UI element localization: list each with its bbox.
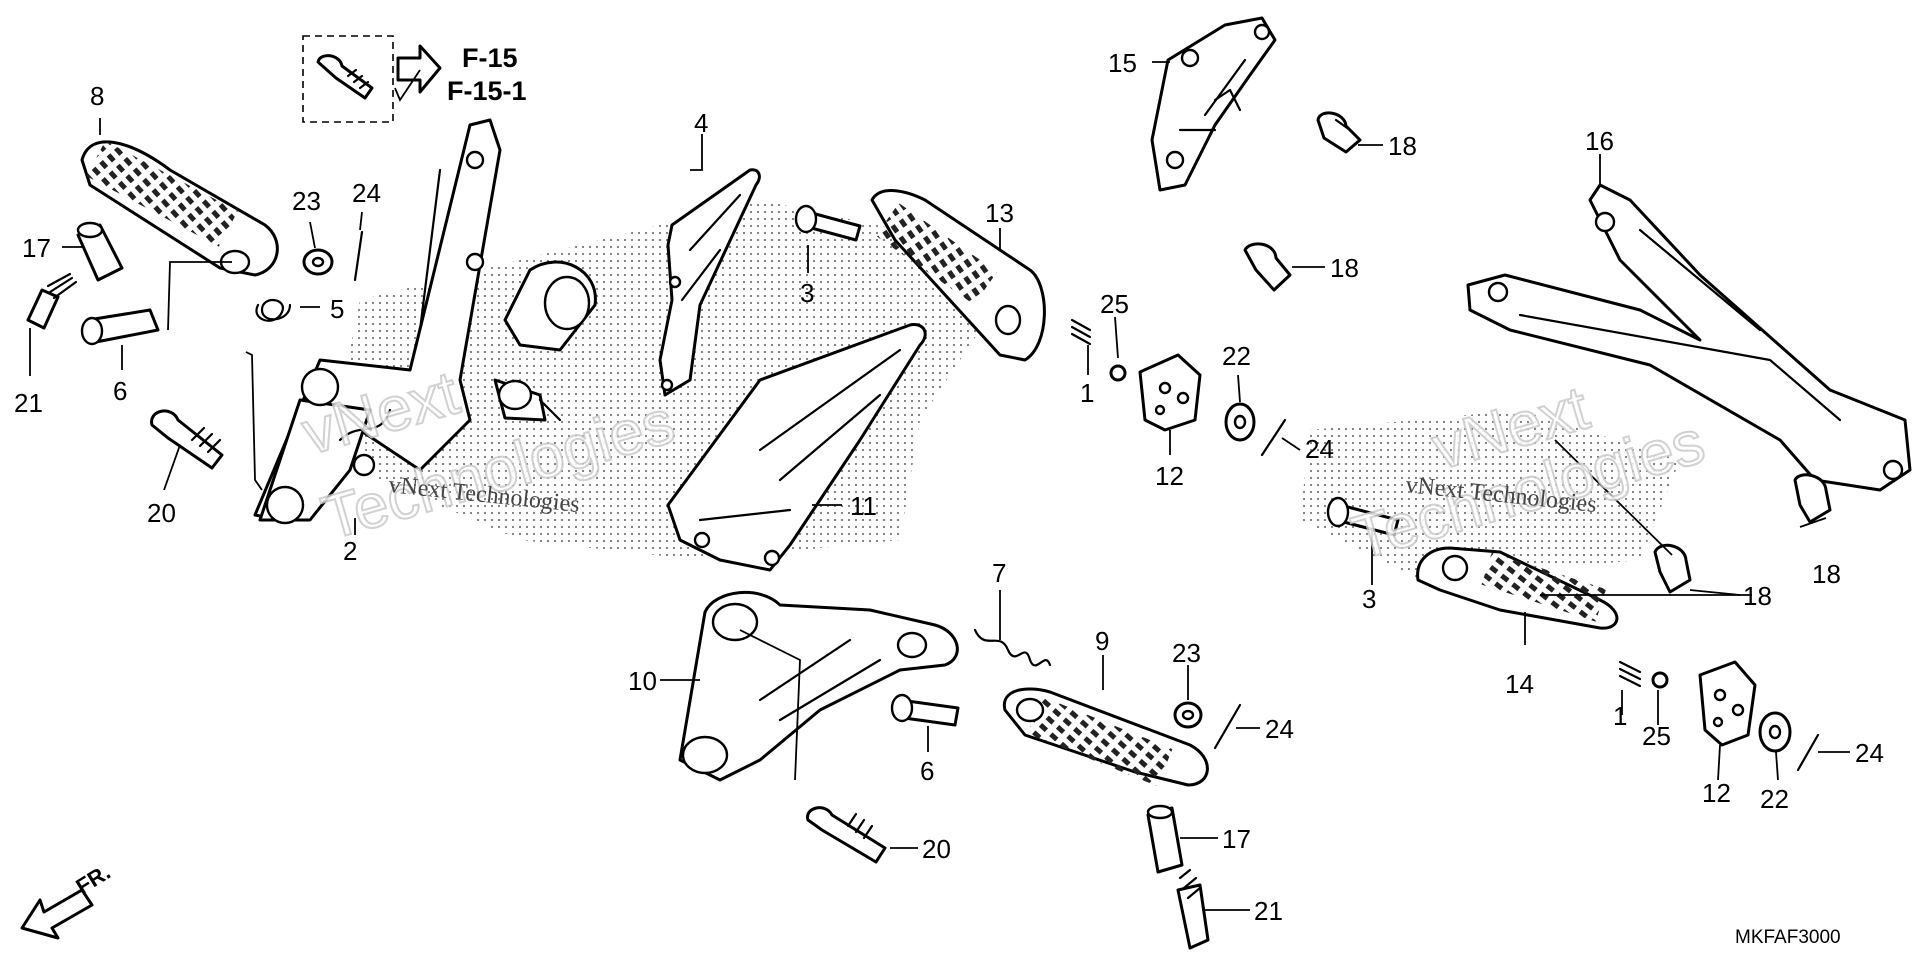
bolt-21-left[interactable] bbox=[26, 272, 78, 330]
bolt-18-d[interactable] bbox=[1653, 543, 1692, 594]
washer-23-lower[interactable] bbox=[1173, 701, 1203, 729]
callout-18-a: 18 bbox=[1388, 131, 1417, 161]
bolt-20-lower[interactable] bbox=[806, 806, 887, 864]
callout-22-b: 22 bbox=[1760, 784, 1789, 814]
callout-20: 20 bbox=[147, 498, 176, 528]
spring-5[interactable] bbox=[255, 299, 292, 322]
callout-13: 13 bbox=[985, 198, 1014, 228]
callout-7: 7 bbox=[992, 558, 1006, 588]
ref-bolt[interactable] bbox=[302, 35, 394, 123]
collar-left[interactable] bbox=[76, 221, 124, 282]
heel-guard-11[interactable] bbox=[666, 323, 927, 572]
bracket-15[interactable] bbox=[1150, 16, 1277, 192]
bolt-20-left[interactable] bbox=[150, 409, 224, 470]
callout-10: 10 bbox=[628, 666, 657, 696]
callout-5: 5 bbox=[330, 294, 344, 324]
detent-spring-1-left[interactable] bbox=[1070, 318, 1092, 346]
halftone-field-right bbox=[1300, 410, 1680, 580]
footpeg-front-left[interactable] bbox=[80, 140, 279, 277]
callout-24: 24 bbox=[352, 178, 381, 208]
front-arrow bbox=[20, 888, 94, 940]
pin-3-left[interactable] bbox=[794, 204, 862, 242]
callout-16: 16 bbox=[1585, 126, 1614, 156]
reference-arrow bbox=[396, 44, 442, 94]
heel-plate-4[interactable] bbox=[658, 168, 761, 397]
spring-7[interactable] bbox=[973, 628, 1052, 667]
ball-25-right[interactable] bbox=[1651, 671, 1669, 689]
bolt-18-b[interactable] bbox=[1243, 242, 1292, 292]
reference-label-primary: F-15 bbox=[462, 43, 518, 73]
callout-25-b: 25 bbox=[1642, 721, 1671, 751]
callout-4: 4 bbox=[694, 108, 708, 138]
cotter-pin-24-left[interactable] bbox=[353, 230, 364, 282]
callout-18-c: 18 bbox=[1812, 559, 1841, 589]
washer-22-right[interactable] bbox=[1758, 711, 1792, 753]
callout-18-d: 18 bbox=[1743, 581, 1772, 611]
callout-9: 9 bbox=[1095, 626, 1109, 656]
callout-24-c: 24 bbox=[1855, 738, 1884, 768]
diagram-code: MKFAF3000 bbox=[1735, 927, 1841, 948]
callout-25: 25 bbox=[1100, 289, 1129, 319]
callout-3-b: 3 bbox=[1362, 584, 1376, 614]
ball-25-left[interactable] bbox=[1109, 364, 1127, 382]
plate-12-right[interactable] bbox=[1698, 660, 1757, 747]
callout-24-d: 24 bbox=[1265, 714, 1294, 744]
callout-1-b: 1 bbox=[1613, 701, 1627, 731]
pedal-pivot-boss[interactable] bbox=[493, 260, 597, 422]
callout-11: 11 bbox=[850, 491, 877, 521]
bolt-21-lower[interactable] bbox=[1176, 868, 1210, 950]
leader-lines bbox=[29, 61, 1850, 911]
callout-labels: 8 17 21 6 23 24 5 20 2 4 3 13 11 25 1 12… bbox=[14, 48, 1884, 926]
left-step-holder[interactable] bbox=[253, 118, 502, 525]
callout-1: 1 bbox=[1080, 378, 1094, 408]
reference-label-secondary: F-15-1 bbox=[447, 76, 527, 106]
washer-22-left[interactable] bbox=[1224, 402, 1256, 442]
footpeg-rear-left[interactable] bbox=[870, 189, 1046, 362]
bolt-18-c[interactable] bbox=[1793, 473, 1832, 524]
callout-15: 15 bbox=[1108, 48, 1137, 78]
callout-2: 2 bbox=[343, 536, 357, 566]
pin-6-lower[interactable] bbox=[890, 693, 960, 727]
callout-12-b: 12 bbox=[1702, 778, 1731, 808]
callout-17-b: 17 bbox=[1222, 824, 1251, 854]
callout-18-b: 18 bbox=[1330, 253, 1359, 283]
callout-21-b: 21 bbox=[1254, 896, 1283, 926]
callout-24-b: 24 bbox=[1305, 434, 1334, 464]
cotter-pin-24-lower[interactable] bbox=[1213, 703, 1242, 750]
callout-17: 17 bbox=[22, 233, 51, 263]
step-holder-16[interactable] bbox=[1466, 183, 1912, 492]
pin-6-left[interactable] bbox=[80, 308, 160, 346]
callout-6-b: 6 bbox=[920, 756, 934, 786]
pin-3-right[interactable] bbox=[1326, 496, 1400, 537]
callout-6: 6 bbox=[113, 376, 127, 406]
callout-21: 21 bbox=[14, 388, 43, 418]
callout-14: 14 bbox=[1505, 669, 1534, 699]
callout-3: 3 bbox=[800, 278, 814, 308]
cotter-pin-24-right[interactable] bbox=[1796, 733, 1820, 772]
footpeg-rear-right[interactable] bbox=[1416, 546, 1619, 630]
step-holder-10[interactable] bbox=[678, 590, 959, 782]
callout-12: 12 bbox=[1155, 461, 1184, 491]
washer-23-left[interactable] bbox=[302, 248, 334, 276]
callout-23: 23 bbox=[292, 186, 321, 216]
callout-23-b: 23 bbox=[1172, 638, 1201, 668]
plate-12-left[interactable] bbox=[1138, 353, 1202, 432]
footpeg-front-right[interactable] bbox=[1002, 687, 1209, 787]
bolt-18-a[interactable] bbox=[1316, 111, 1362, 154]
callout-22: 22 bbox=[1222, 341, 1251, 371]
cotter-pin-24-mid[interactable] bbox=[1260, 418, 1287, 457]
callout-8: 8 bbox=[90, 81, 104, 111]
collar-17-lower[interactable] bbox=[1146, 804, 1184, 874]
callout-20-b: 20 bbox=[922, 834, 951, 864]
detent-spring-1-right[interactable] bbox=[1618, 660, 1642, 688]
